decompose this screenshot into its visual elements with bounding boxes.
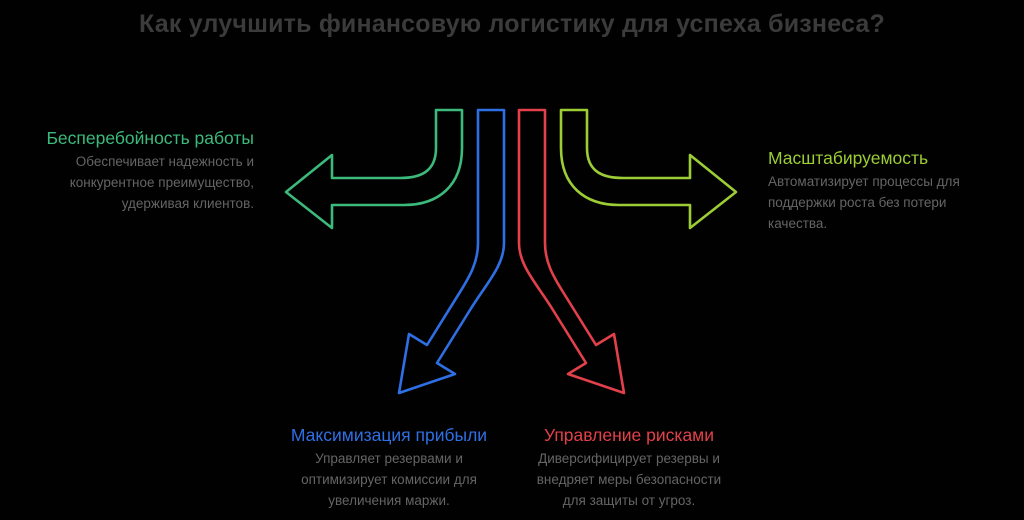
callout-scalability: Масштабируемость Автоматизирует процессы… [768,148,980,235]
callout-scalability-heading: Масштабируемость [768,148,929,168]
callout-continuity-body: Обеспечивает надежность и конкурентное п… [69,154,254,211]
page-title: Как улучшить финансовую логистику для ус… [139,10,885,38]
callout-risk-heading: Управление рисками [544,425,714,445]
arrow-profit-down-left [397,108,506,395]
callout-profit-heading: Максимизация прибыли [290,425,488,445]
callout-scalability-body: Автоматизирует процессы для поддержки ро… [768,174,960,231]
arrow-scalability-right [559,108,738,230]
callout-risk: Управление рисками Диверсифицирует резер… [528,425,730,512]
callout-continuity-heading: Бесперебойность работы [46,128,254,148]
arrow-continuity-left [284,108,464,230]
arrow-risk-down-right [517,108,626,395]
callout-profit-body: Управляет резервами и оптимизирует комис… [301,451,477,508]
callout-risk-body: Диверсифицирует резервы и внедряет меры … [536,451,722,508]
callout-continuity: Бесперебойность работы Обеспечивает наде… [38,128,254,215]
callout-profit: Максимизация прибыли Управляет резервами… [288,425,490,512]
